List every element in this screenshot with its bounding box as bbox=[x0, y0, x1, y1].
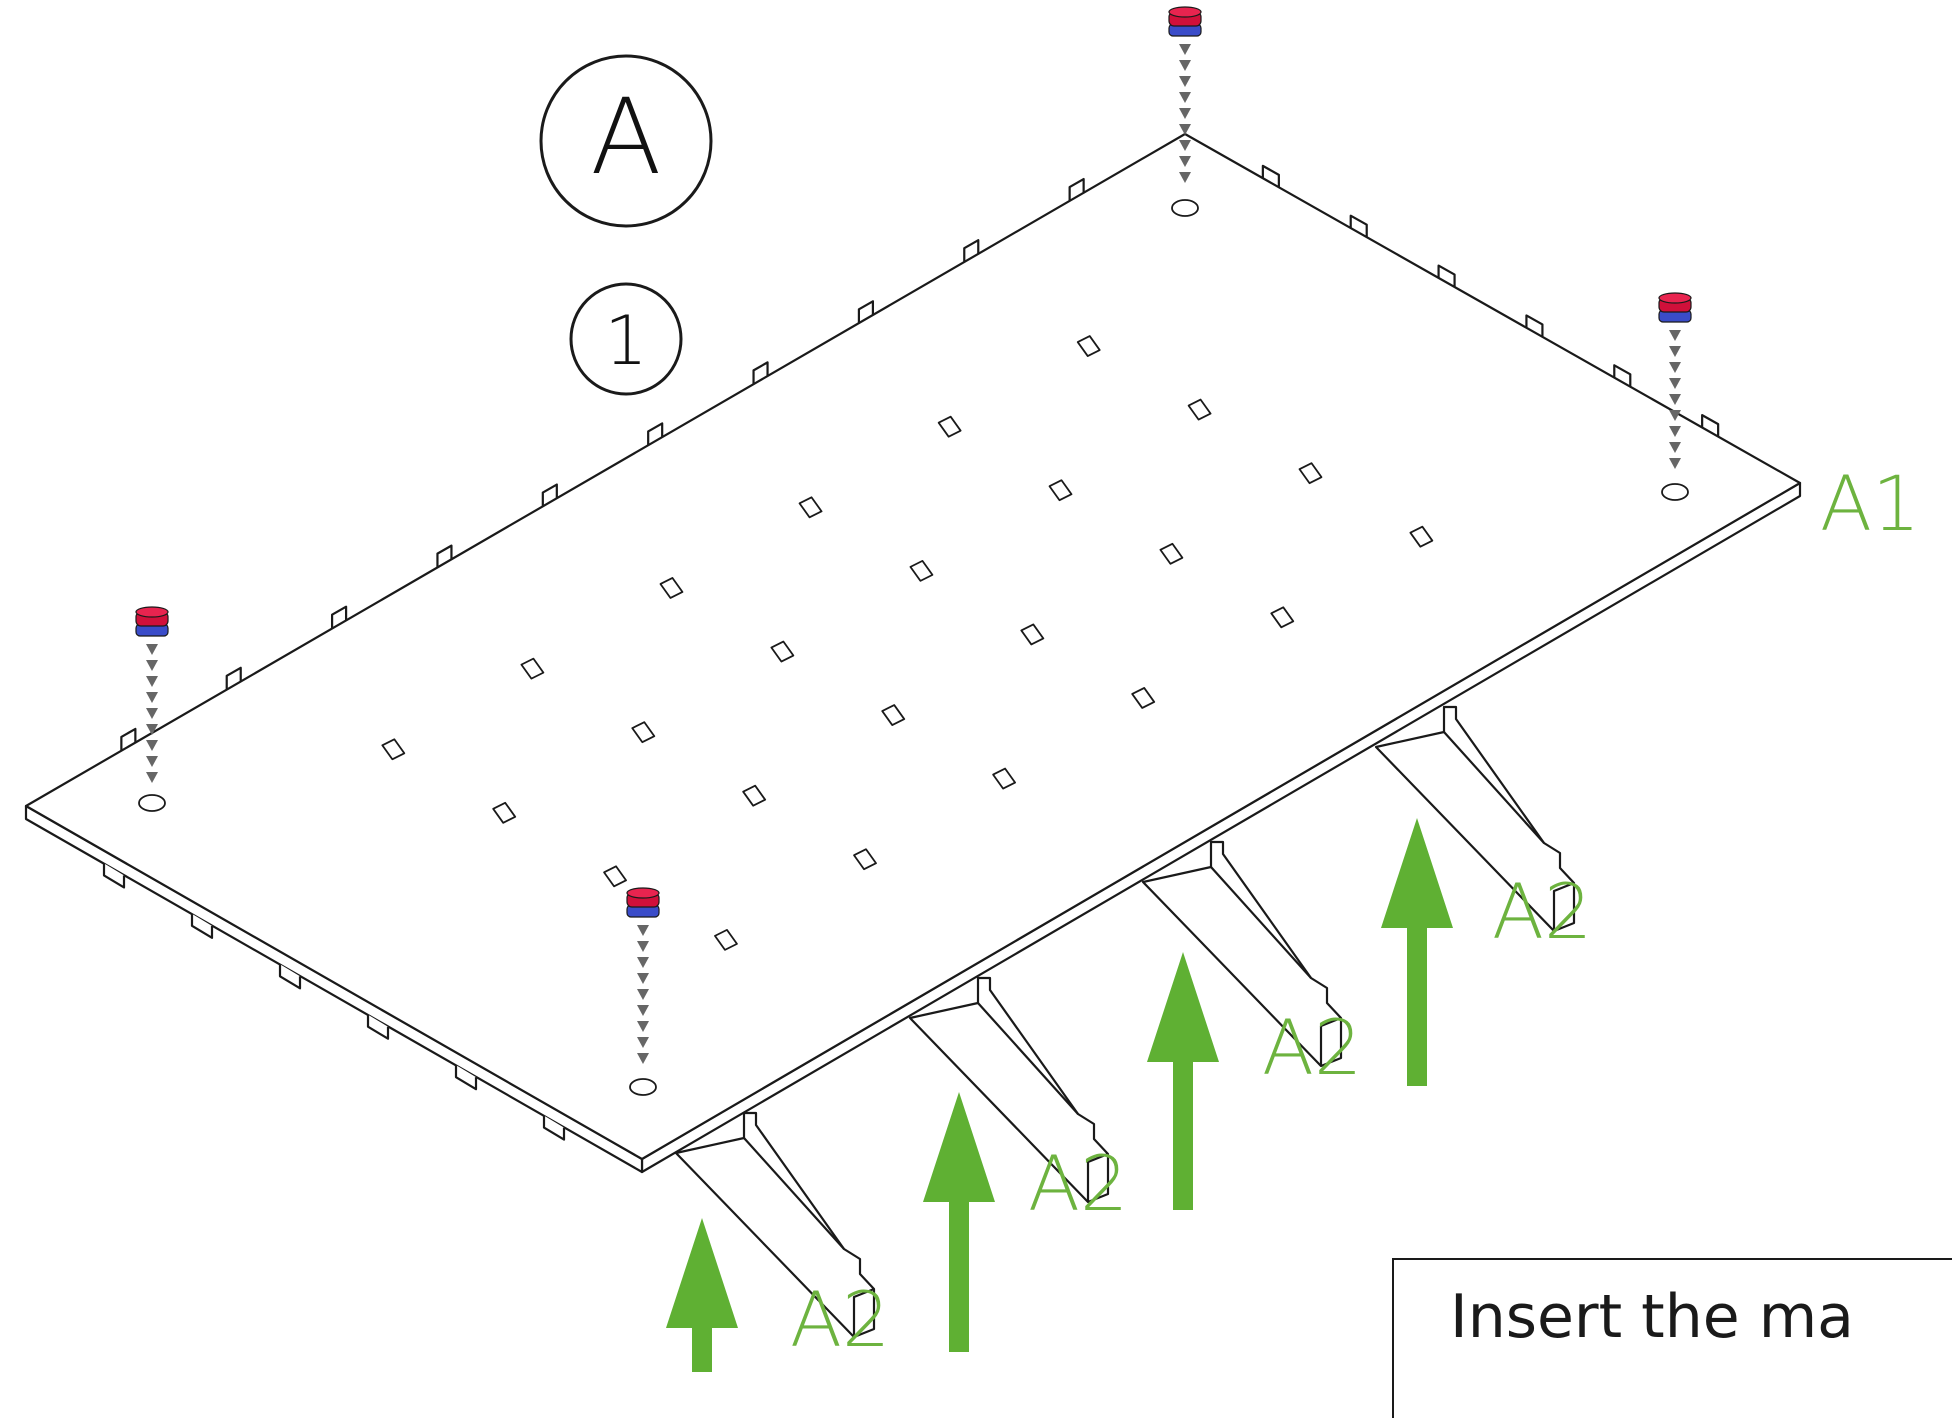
plate-notch bbox=[1437, 264, 1456, 287]
plate-slot bbox=[603, 865, 627, 888]
plate-notch bbox=[1349, 214, 1368, 237]
step-number: 1 bbox=[604, 302, 647, 381]
plate-notch bbox=[542, 1115, 566, 1141]
plate-notch bbox=[963, 239, 980, 263]
leg-label: A2 bbox=[1028, 1139, 1128, 1228]
plate-notch bbox=[225, 666, 242, 690]
plate-notch bbox=[454, 1065, 478, 1091]
plate-notch bbox=[647, 422, 664, 446]
leg-a2 bbox=[1141, 840, 1343, 1068]
plate-slot bbox=[853, 848, 877, 871]
plate-notch bbox=[1613, 364, 1632, 387]
magnet-hole bbox=[1171, 199, 1199, 217]
push-arrows bbox=[666, 818, 1453, 1372]
assembly-diagram: A 1 A1 A2 A2 A2 A2 bbox=[24, 6, 1920, 1372]
leg-label: A2 bbox=[1492, 867, 1592, 956]
instruction-caption-box: Insert the ma bbox=[1392, 1258, 1952, 1418]
plate-slot bbox=[937, 415, 962, 438]
step-badge: 1 bbox=[569, 282, 683, 396]
dashed-down-arrow-icon bbox=[1179, 44, 1191, 183]
magnet-icon bbox=[135, 606, 169, 637]
green-up-arrow-icon bbox=[1381, 818, 1453, 1086]
plate-slot bbox=[1159, 542, 1184, 565]
plate-top-surface bbox=[24, 132, 1802, 1161]
plate-notch bbox=[366, 1014, 390, 1040]
plate-slot bbox=[659, 577, 684, 599]
dashed-down-arrow-icon bbox=[1669, 330, 1681, 469]
plate-slot bbox=[909, 559, 934, 582]
plate-notch bbox=[857, 300, 875, 324]
plate-notch bbox=[1525, 314, 1544, 337]
plate-notch bbox=[1068, 177, 1085, 202]
green-up-arrow-icon bbox=[1147, 952, 1219, 1210]
plate-slots bbox=[381, 335, 1434, 951]
magnet-icon bbox=[1168, 6, 1202, 37]
leg-label: A2 bbox=[1262, 1003, 1362, 1092]
dashed-down-arrow-icon bbox=[146, 644, 158, 783]
green-up-arrow-icon bbox=[923, 1092, 995, 1352]
plate-slot bbox=[992, 767, 1017, 790]
green-up-arrow-icon bbox=[666, 1218, 738, 1372]
plate-slot bbox=[631, 721, 656, 744]
plate-slot bbox=[1409, 525, 1434, 548]
magnet-hole bbox=[138, 794, 166, 812]
leg-label: A2 bbox=[790, 1275, 890, 1364]
plate-notch bbox=[752, 361, 769, 385]
leg-a2 bbox=[674, 1111, 876, 1339]
magnet-icon bbox=[626, 887, 660, 918]
plate-notch bbox=[120, 727, 137, 751]
plate-label: A1 bbox=[1820, 459, 1920, 548]
plate-slot bbox=[1187, 398, 1212, 421]
plate-slot bbox=[714, 928, 738, 951]
plate-notch bbox=[102, 863, 126, 889]
plate-notch bbox=[278, 964, 302, 990]
plate-slot bbox=[1270, 606, 1295, 629]
plate-slot bbox=[492, 801, 517, 824]
leg-a2 bbox=[1374, 705, 1576, 933]
magnet-icon bbox=[1658, 292, 1692, 323]
section-badge: A bbox=[539, 54, 713, 228]
plate-slot bbox=[1076, 335, 1101, 357]
magnets-group bbox=[135, 6, 1692, 1064]
plate-slot bbox=[881, 704, 906, 726]
plate-slot bbox=[1298, 462, 1323, 485]
legs-group bbox=[674, 705, 1576, 1339]
plate-slot bbox=[520, 657, 545, 680]
plate-edge-notches bbox=[102, 164, 1720, 1141]
plate-slot bbox=[381, 738, 406, 761]
plate-notch bbox=[436, 544, 453, 568]
section-letter: A bbox=[590, 76, 661, 198]
magnet-holes bbox=[138, 199, 1689, 1096]
plate-slot bbox=[1020, 623, 1045, 646]
plate-slot bbox=[770, 640, 795, 663]
plate-notch bbox=[1701, 414, 1720, 437]
magnet-hole bbox=[1661, 483, 1689, 501]
plate-notch bbox=[190, 913, 214, 939]
plate-slot bbox=[1048, 479, 1073, 502]
plate-notch bbox=[1261, 164, 1280, 187]
magnet-hole bbox=[629, 1078, 657, 1096]
plate-notch bbox=[330, 605, 348, 629]
plate-notch bbox=[541, 483, 558, 507]
plate-slot bbox=[1131, 687, 1156, 709]
plate-a1 bbox=[24, 132, 1802, 1174]
plate-slot bbox=[742, 784, 767, 807]
instruction-caption-text: Insert the ma bbox=[1450, 1282, 1854, 1352]
leg-a2 bbox=[908, 976, 1110, 1204]
dashed-down-arrow-icon bbox=[637, 925, 649, 1064]
plate-slot bbox=[798, 496, 823, 519]
